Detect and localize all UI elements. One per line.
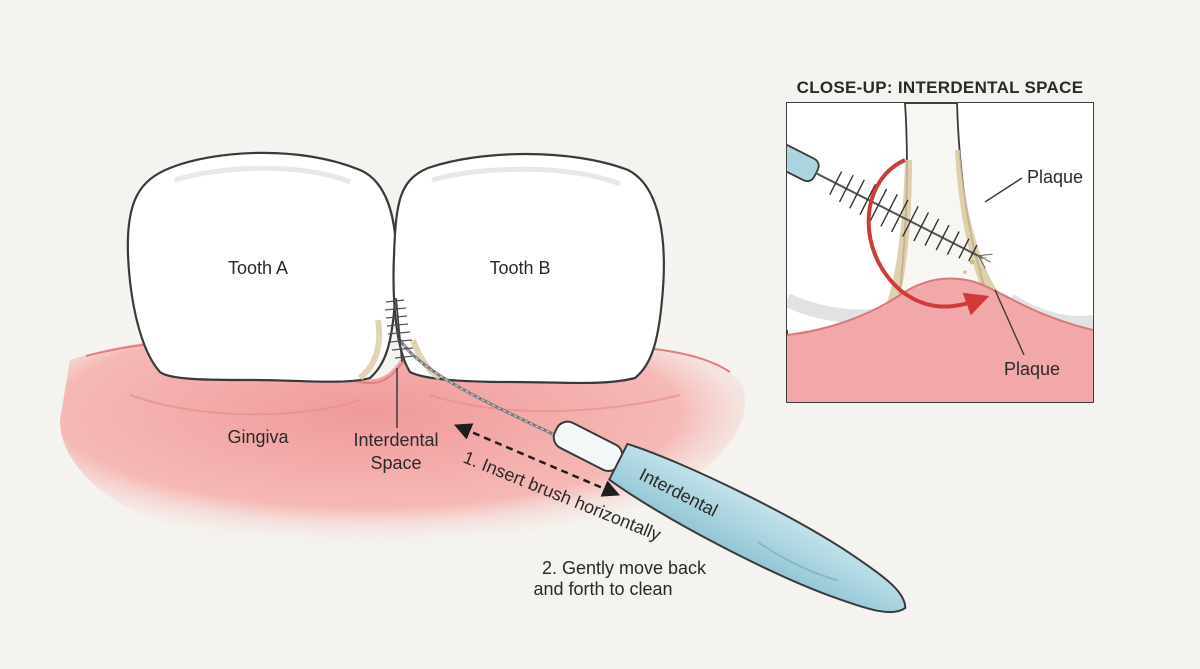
gingiva-label: Gingiva bbox=[227, 427, 289, 447]
motion-arrow bbox=[453, 423, 621, 497]
tooth-a: Tooth A bbox=[126, 151, 398, 383]
tooth-b: Tooth B bbox=[392, 152, 665, 385]
plaque-bottom-label: Plaque bbox=[1004, 359, 1060, 379]
plaque-deposit bbox=[358, 319, 383, 381]
step-2-label-line1: 2. Gently move back bbox=[542, 558, 707, 578]
interdental-space-label-line1: Interdental bbox=[353, 430, 438, 450]
closeup-panel: Plaque Plaque bbox=[786, 102, 1094, 403]
closeup-title: CLOSE-UP: INTERDENTAL SPACE bbox=[797, 78, 1084, 97]
tooth-b-label: Tooth B bbox=[489, 258, 550, 278]
tooth-a-label: Tooth A bbox=[228, 258, 288, 278]
plaque-top-label: Plaque bbox=[1027, 167, 1083, 187]
step-2-label-line2: and forth to clean bbox=[533, 579, 672, 599]
interdental-space-label-line2: Space bbox=[370, 453, 421, 473]
